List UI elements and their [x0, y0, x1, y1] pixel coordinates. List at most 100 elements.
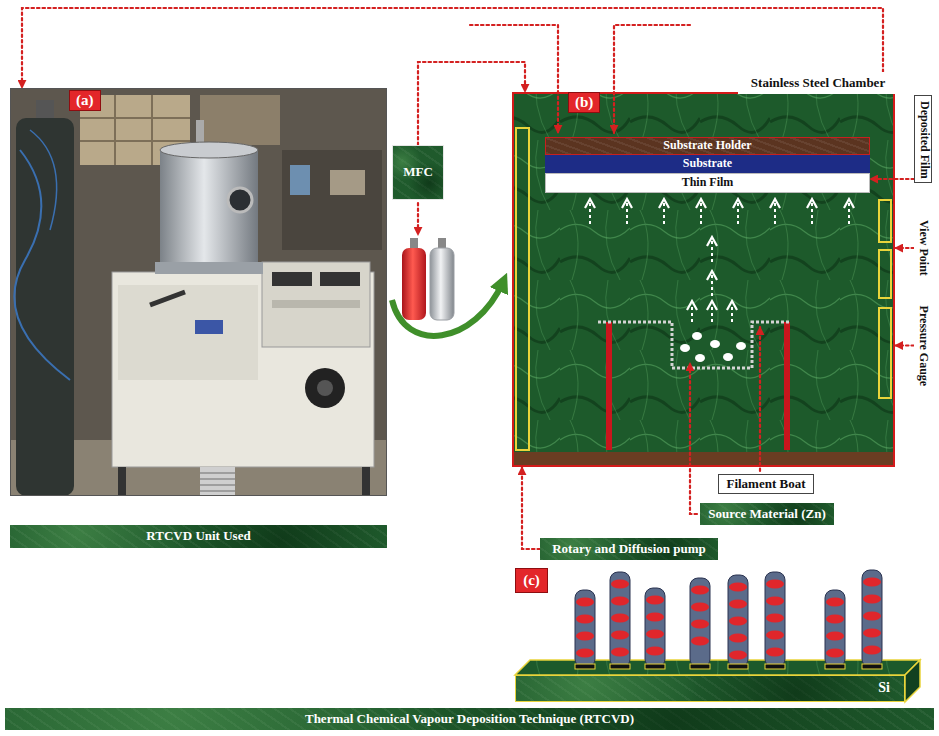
- connector-arrow: [870, 178, 914, 180]
- equipment-photo: [262, 262, 370, 347]
- nanorod-array: [691, 603, 709, 612]
- equipment-photo: [10, 88, 387, 496]
- equipment-photo: [16, 118, 74, 496]
- equipment-photo: [160, 142, 258, 158]
- label-text: Si: [878, 680, 890, 696]
- leader-line: [614, 25, 690, 133]
- nanorod-array: [575, 664, 595, 669]
- nanorod-array: [691, 620, 709, 629]
- nanorod-array: [728, 664, 748, 669]
- label-text: MFC: [403, 165, 433, 180]
- nanorod-array: [766, 597, 784, 606]
- label-text: Thin Film: [682, 176, 734, 190]
- panel-label: (c): [515, 568, 548, 593]
- nanorod-array: [863, 646, 881, 655]
- chamber-interior: [606, 322, 612, 450]
- vapour-arrow: [711, 305, 713, 322]
- equipment-photo: [118, 467, 126, 496]
- label-text: View Point: [916, 220, 930, 276]
- panel-label: (b): [568, 92, 600, 113]
- title-band: Thermal Chemical Vapour Deposition Techn…: [5, 708, 934, 730]
- part-label: Filament Boat: [718, 474, 814, 494]
- nanorod-array: [576, 632, 594, 641]
- nanorod-array: [611, 614, 629, 623]
- part-label: Pressure Gauge: [914, 300, 932, 391]
- nanorod-array: [765, 572, 785, 667]
- nanorod-array: [863, 629, 881, 638]
- nanorod-array: [863, 612, 881, 621]
- vapour-arrow: [811, 203, 813, 224]
- photo-panel: (a): [10, 88, 387, 496]
- chamber-interior: [736, 342, 746, 350]
- part-label: Stainless Steel Chamber: [738, 72, 898, 94]
- nanorod-array: [646, 647, 664, 656]
- nanorod-array: [690, 664, 710, 669]
- equipment-photo: [228, 188, 252, 212]
- connector-arrow: [895, 344, 914, 346]
- label-text: Rotary and Diffusion pump: [552, 542, 706, 557]
- connector-arrow: [895, 247, 914, 249]
- substrate-holder: Substrate Holder: [545, 137, 870, 155]
- equipment-photo: [362, 467, 370, 496]
- vapour-arrow: [700, 203, 702, 224]
- equipment-photo: [290, 165, 310, 195]
- equipment-photo: [10, 88, 387, 496]
- equipment-photo: [195, 320, 223, 334]
- nanorod-array: [728, 575, 748, 667]
- nanorod-array: [646, 613, 664, 622]
- nanorod-array: [863, 578, 881, 587]
- nanorod-array: [645, 588, 665, 667]
- chamber-interior: [879, 250, 891, 298]
- chamber-interior: [512, 92, 895, 467]
- label-text: Pressure Gauge: [916, 305, 930, 386]
- vapour-arrow: [663, 203, 665, 224]
- caption-band: RTCVD Unit Used: [10, 525, 387, 548]
- nanorod-array: [611, 648, 629, 657]
- vapour-arrow: [774, 203, 776, 224]
- chamber-interior: [879, 308, 891, 398]
- nanorod-array: [729, 651, 747, 660]
- label-text: Thermal Chemical Vapour Deposition Techn…: [305, 712, 634, 727]
- nanorod-array: [576, 578, 881, 660]
- nanorod-array: [576, 649, 594, 658]
- equipment-photo: [305, 368, 345, 408]
- chamber-interior: [516, 128, 529, 450]
- leader-line: [759, 327, 761, 471]
- chamber-interior: [784, 322, 790, 450]
- nanorod-array: [729, 600, 747, 609]
- chamber-interior: [723, 353, 733, 361]
- vapour-arrow: [589, 203, 591, 224]
- part-label: Deposited Film: [914, 95, 932, 183]
- nanorod-array: [766, 648, 784, 657]
- part-label: View Point: [914, 215, 932, 281]
- vapour-arrow: [848, 203, 850, 224]
- equipment-photo: [272, 272, 312, 286]
- chamber-interior: [695, 354, 705, 362]
- nanorod-array: [691, 637, 709, 646]
- equipment-photo: [200, 95, 280, 145]
- connector-group: [22, 8, 914, 549]
- vapour-arrow: [590, 203, 849, 322]
- vapour-arrow: [626, 203, 628, 224]
- substrate-slab: Si: [515, 675, 905, 702]
- nanorod-array: [515, 570, 920, 702]
- nanorod-array: [646, 596, 664, 605]
- connector-arrow: [522, 467, 540, 549]
- nanorod-array: [610, 572, 630, 667]
- label-text: RTCVD Unit Used: [146, 529, 250, 544]
- controller-box: MFC: [392, 145, 444, 200]
- nanorod-array: [766, 580, 784, 589]
- equipment-photo: [30, 130, 57, 230]
- nanorod-array: [826, 615, 844, 624]
- nanorod-array: [905, 660, 920, 702]
- vapour-arrow: [731, 305, 733, 322]
- nanorod-array: [765, 664, 785, 669]
- nanorod-array: [826, 632, 844, 641]
- equipment-photo: [118, 285, 258, 380]
- label-text: Substrate: [683, 157, 732, 171]
- nanorod-array: [729, 634, 747, 643]
- nanorod-array: [766, 631, 784, 640]
